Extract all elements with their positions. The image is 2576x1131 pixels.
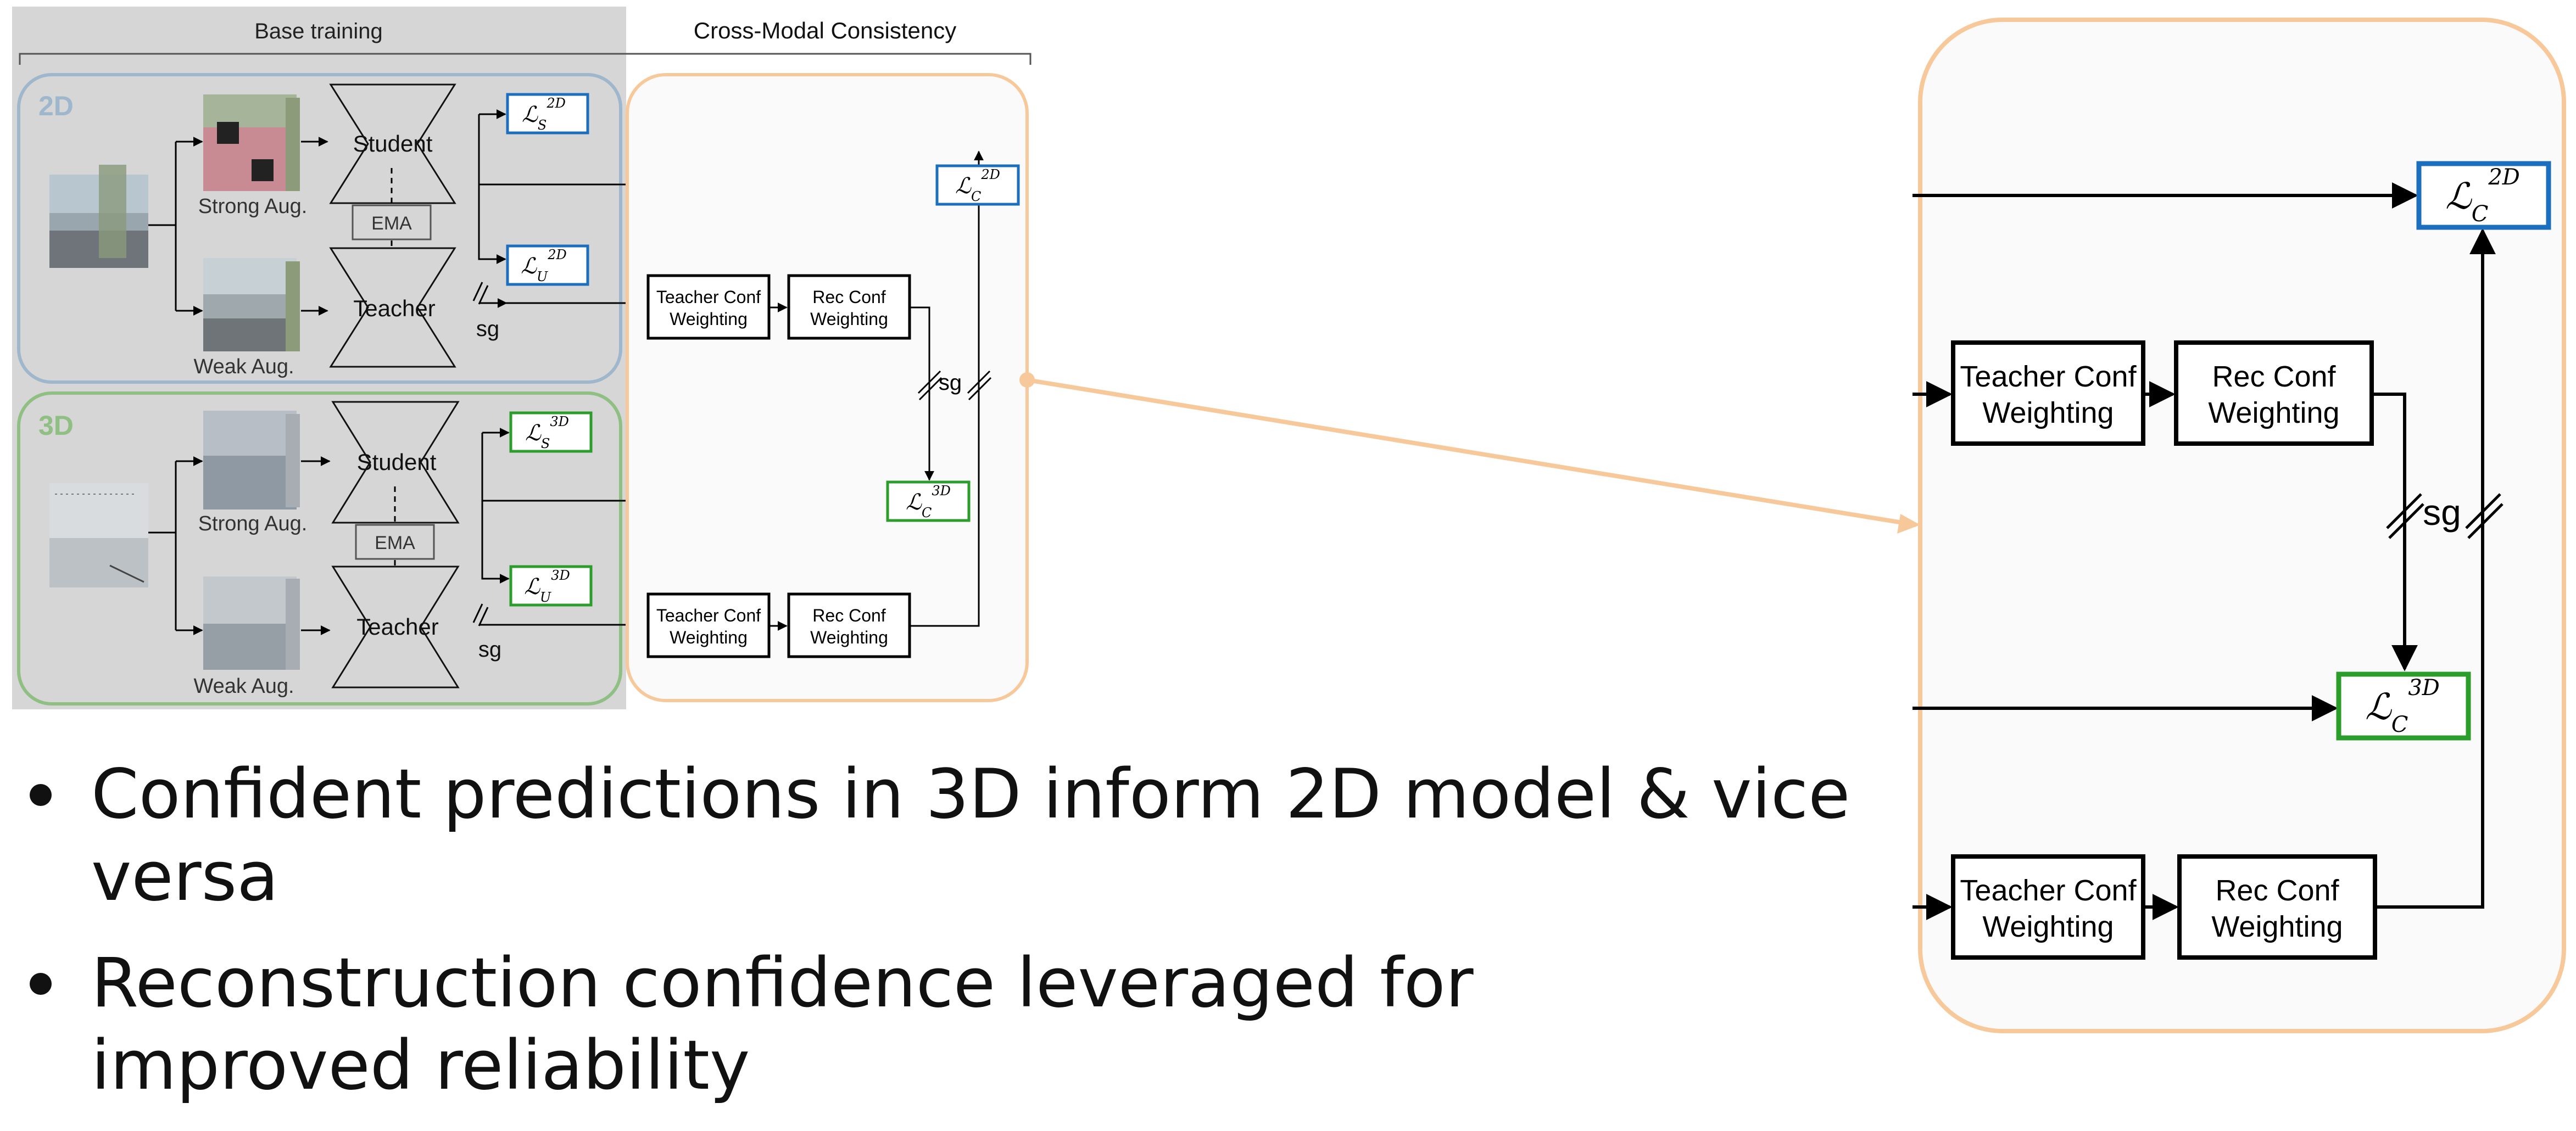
- loss-s-2d: ℒS 2D: [522, 96, 566, 133]
- loss-c-3d-small-symbol: ℒ: [906, 490, 922, 515]
- loss-c-2d-zoom-symbol: ℒ: [2445, 175, 2472, 217]
- group-2d: 2D Strong Aug. Weak Aug.: [17, 73, 935, 384]
- student-network-3d: [331, 401, 460, 524]
- loss-c-3d-zoom-sup: 3D: [2408, 675, 2440, 701]
- teacher-label-2d: Teacher: [353, 295, 435, 321]
- base-training-label: Base training: [254, 19, 382, 43]
- cross-modal-panel-zoomed: Teacher Conf Weighting Rec Conf Weightin…: [1913, 18, 2566, 1033]
- input-image-2d: [49, 165, 148, 268]
- loss-u-3d-sup: 3D: [551, 568, 570, 583]
- loss-s-2d-sub: S: [538, 117, 547, 133]
- rec-conf-small-bottom-l2: Weighting: [810, 628, 888, 647]
- sg-label-2d: sg: [476, 317, 499, 341]
- strong-aug-label-3d: Strong Aug.: [198, 512, 308, 535]
- bullet-dot: [30, 973, 52, 995]
- group-3d: 3D Strong Aug. Weak Aug. Student EMA: [17, 391, 885, 706]
- teacher-network-2d: [329, 247, 456, 368]
- group-3d-label: 3D: [38, 410, 74, 441]
- rec-conf-zoom-bottom-l1: Rec Conf: [2215, 874, 2339, 907]
- weak-aug-pointcloud-3d: [203, 576, 300, 670]
- rec-conf-small-bottom-l1: Rec Conf: [812, 606, 886, 625]
- loss-c-2d-zoom: ℒC 2D: [2445, 165, 2520, 227]
- loss-u-2d: ℒU 2D: [521, 247, 567, 284]
- student-label-2d: Student: [353, 131, 433, 156]
- loss-u-3d-sub: U: [540, 590, 551, 605]
- loss-c-3d-zoom-symbol: ℒ: [2365, 686, 2392, 728]
- loss-c-2d-small-sub: C: [971, 189, 981, 204]
- loss-c-2d-small: ℒC 2D: [955, 167, 1000, 204]
- strong-aug-pointcloud-3d: [203, 411, 300, 509]
- loss-u-2d-symbol: ℒ: [521, 254, 537, 279]
- teacher-conf-zoom-bottom-l1: Teacher Conf: [1960, 874, 2137, 907]
- loss-s-2d-symbol: ℒ: [522, 102, 538, 127]
- loss-c-2d-zoom-sub: C: [2472, 201, 2489, 227]
- strong-aug-image-2d: [203, 94, 300, 191]
- loss-s-3d-sup: 3D: [550, 414, 569, 429]
- ema-label-2d: EMA: [371, 213, 412, 234]
- rec-conf-zoom-top-l1: Rec Conf: [2212, 360, 2336, 393]
- teacher-conf-zoom-top-l1: Teacher Conf: [1960, 360, 2137, 393]
- loss-c-3d-small-sup: 3D: [932, 483, 951, 499]
- weak-aug-label-2d: Weak Aug.: [193, 355, 294, 378]
- loss-s-2d-sup: 2D: [546, 96, 566, 111]
- group-2d-label: 2D: [38, 91, 74, 121]
- loss-s-3d-sub: S: [541, 436, 550, 451]
- strong-aug-label-2d: Strong Aug.: [198, 195, 308, 218]
- bullet-item: Confident predictions in 3D inform 2D mo…: [26, 753, 1883, 918]
- loss-c-3d-zoom: ℒC3D: [2365, 675, 2440, 737]
- weak-aug-image-2d: [203, 258, 300, 351]
- bullet-dot: [30, 784, 52, 806]
- teacher-conf-zoom-bottom-l2: Weighting: [1982, 910, 2114, 943]
- loss-c-2d-zoom-sup: 2D: [2488, 165, 2520, 190]
- bullet-text: Confident predictions in 3D inform 2D mo…: [91, 755, 1850, 916]
- student-network-2d: [329, 83, 456, 204]
- loss-c-2d-small-symbol: ℒ: [955, 173, 972, 199]
- zoom-connector: [1019, 372, 1920, 534]
- bullet-list: Confident predictions in 3D inform 2D mo…: [26, 753, 1883, 1131]
- sg-label-zoom: sg: [2423, 492, 2461, 533]
- sg-label-small: sg: [939, 371, 962, 395]
- teacher-conf-small-top-l2: Weighting: [670, 309, 748, 329]
- loss-u-2d-sup: 2D: [547, 247, 567, 262]
- loss-s-3d: ℒS3D: [525, 414, 569, 451]
- rec-conf-small-top-l2: Weighting: [810, 309, 888, 329]
- teacher-conf-small-top-l1: Teacher Conf: [656, 287, 761, 307]
- teacher-network-3d: [331, 566, 460, 688]
- weak-aug-label-3d: Weak Aug.: [193, 675, 294, 698]
- cross-modal-label: Cross-Modal Consistency: [694, 18, 957, 43]
- teacher-conf-zoom-top-l2: Weighting: [1982, 396, 2114, 429]
- rec-conf-small-top-l1: Rec Conf: [812, 287, 886, 307]
- rec-conf-zoom-top-l2: Weighting: [2208, 396, 2339, 429]
- loss-c-2d-small-sup: 2D: [980, 167, 1000, 182]
- loss-u-3d: ℒU3D: [524, 568, 570, 605]
- loss-c-3d-small-sub: C: [922, 505, 932, 520]
- input-pointcloud-3d: [49, 483, 148, 587]
- loss-u-3d-symbol: ℒ: [524, 574, 540, 600]
- method-diagram: Base training Cross-Modal Consistency 2D…: [12, 7, 2566, 1033]
- cross-modal-panel-small: Teacher Conf Weighting Rec Conf Weightin…: [626, 73, 1029, 702]
- sg-label-3d: sg: [478, 637, 501, 662]
- bullet-text: Reconstruction confidence leveraged for …: [91, 944, 1474, 1105]
- loss-c-3d-small: ℒC3D: [906, 483, 951, 520]
- loss-c-3d-zoom-sub: C: [2391, 712, 2408, 737]
- student-label-3d: Student: [357, 449, 437, 475]
- teacher-conf-small-bottom-l1: Teacher Conf: [656, 606, 761, 625]
- ema-label-3d: EMA: [375, 533, 415, 553]
- bullet-item: Reconstruction confidence leveraged for …: [26, 942, 1739, 1107]
- loss-u-2d-sub: U: [537, 269, 548, 284]
- rec-conf-zoom-bottom-l2: Weighting: [2211, 910, 2343, 943]
- teacher-conf-small-bottom-l2: Weighting: [670, 628, 748, 647]
- teacher-label-3d: Teacher: [356, 614, 438, 640]
- loss-s-3d-symbol: ℒ: [525, 421, 542, 446]
